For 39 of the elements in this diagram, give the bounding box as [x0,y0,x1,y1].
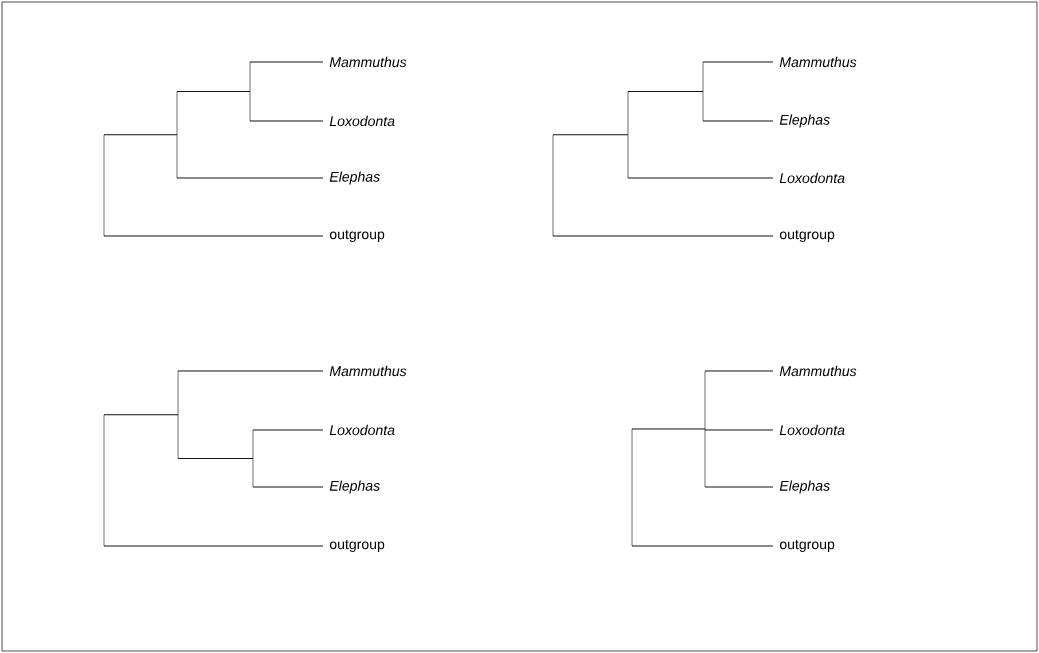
tree-branch [252,486,324,488]
taxon-label: outgroup [779,230,835,242]
taxon-label: outgroup [779,540,835,552]
tree-branch [177,370,324,372]
tree-branch [704,486,774,488]
taxon-label: Loxodonta [779,172,845,184]
taxon-label: Elephas [329,480,380,494]
tree-branch [631,545,774,547]
tree-branch [627,177,774,179]
tree-branch [552,235,774,237]
taxon-label: Mammuthus [329,56,407,68]
tree-branch [631,428,706,430]
tree-branch [103,134,178,136]
taxon-label: Mammuthus [329,365,407,377]
tree-branch [252,429,324,431]
tree-branch [103,235,324,237]
taxon-label: Mammuthus [779,56,857,68]
taxon-label: Loxodonta [329,424,395,436]
tree-branch [103,414,179,416]
tree-branch [177,458,254,459]
taxon-label: outgroup [329,230,385,242]
tree-branch [103,545,324,547]
tree-branch [702,61,774,63]
tree-branch [176,177,324,179]
tree-branch [627,91,704,92]
taxon-label: Elephas [779,480,830,494]
taxon-label: Loxodonta [779,424,845,436]
taxon-label: Loxodonta [329,115,395,127]
tree-branch [552,134,629,136]
tree-branch [176,91,251,92]
tree-branch [702,120,774,122]
taxon-label: Elephas [329,171,380,185]
tree-branch [704,429,774,431]
taxon-label: Elephas [779,114,830,128]
tree-branch [704,370,774,372]
taxon-label: outgroup [329,540,385,552]
tree-branch [249,120,324,122]
tree-branch [249,61,324,63]
taxon-label: Mammuthus [779,365,857,377]
